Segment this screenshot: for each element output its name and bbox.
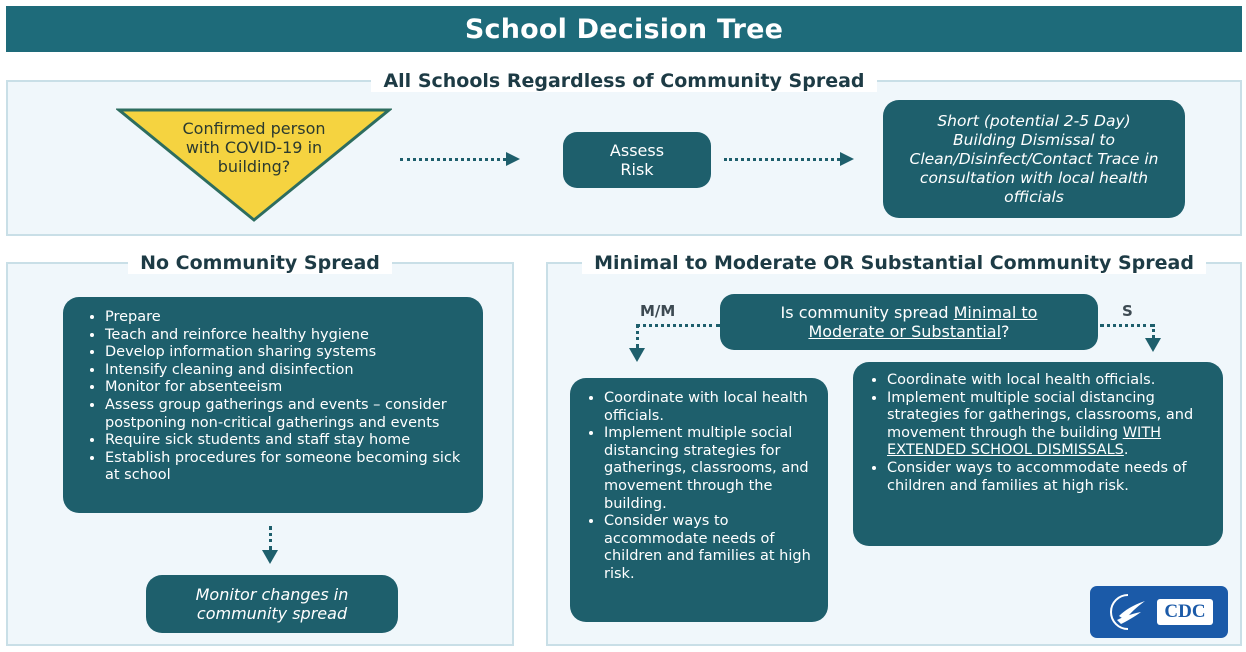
mm-branch-line-v [636, 324, 639, 348]
monitor-arrow-line [269, 526, 272, 550]
list-item: Assess group gatherings and events – con… [105, 397, 465, 432]
extended-dismissals-text: WITH EXTENDED SCHOOL DISMISSALS [887, 424, 1162, 459]
short-dismissal-box: Short (potential 2-5 Day) Building Dismi… [883, 100, 1185, 218]
assess-risk-box: Assess Risk [563, 132, 711, 188]
all-schools-heading: All Schools Regardless of Community Spre… [8, 68, 1240, 94]
no-spread-panel: No Community Spread Prepare Teach and re… [6, 252, 514, 646]
list-item: Develop information sharing systems [105, 344, 465, 362]
question-text: Is community spread Minimal to Moderate … [780, 303, 1038, 341]
spread-heading: Minimal to Moderate OR Substantial Commu… [548, 250, 1240, 276]
list-item: Intensify cleaning and disinfection [105, 362, 465, 380]
mm-list: Coordinate with local health officials. … [586, 390, 812, 584]
list-item: Consider ways to accommodate needs of ch… [887, 460, 1207, 495]
list-item: Implement multiple social distancing str… [887, 390, 1207, 460]
list-item: Consider ways to accommodate needs of ch… [604, 513, 812, 583]
question-box: Is community spread Minimal to Moderate … [720, 294, 1098, 350]
page-title: School Decision Tree [464, 13, 784, 45]
triangle-text: Confirmed person with COVID-19 in buildi… [182, 119, 326, 176]
mm-label: M/M [640, 302, 676, 320]
s-branch-line-v [1152, 324, 1155, 338]
arrow-line-2 [724, 158, 840, 161]
s-actions-box: Coordinate with local health officials. … [853, 362, 1223, 546]
cdc-logo-text: CDC [1164, 601, 1206, 622]
mm-actions-box: Coordinate with local health officials. … [570, 378, 828, 622]
list-item: Coordinate with local health officials. [604, 390, 812, 425]
list-item: Monitor for absenteeism [105, 379, 465, 397]
list-item: Teach and reinforce healthy hygiene [105, 327, 465, 345]
arrow-head-2 [840, 152, 854, 166]
list-item: Implement multiple social distancing str… [604, 425, 812, 513]
no-spread-list: Prepare Teach and reinforce healthy hygi… [87, 309, 465, 485]
mm-branch-line-h [636, 324, 720, 327]
cdc-logo: CDC [1090, 586, 1228, 638]
spread-panel: Minimal to Moderate OR Substantial Commu… [546, 252, 1242, 646]
decision-triangle [116, 108, 392, 222]
monitor-arrow-head [262, 550, 278, 564]
list-item: Prepare [105, 309, 465, 327]
list-item: Coordinate with local health officials. [887, 372, 1207, 390]
s-branch-line-h [1100, 324, 1154, 327]
title-banner: School Decision Tree [6, 6, 1242, 52]
all-schools-panel: All Schools Regardless of Community Spre… [6, 70, 1242, 236]
list-item: Establish procedures for someone becomin… [105, 450, 465, 485]
mm-arrow-head [629, 348, 645, 362]
no-spread-actions-box: Prepare Teach and reinforce healthy hygi… [63, 297, 483, 513]
no-spread-heading: No Community Spread [8, 250, 512, 276]
list-item: Require sick students and staff stay hom… [105, 432, 465, 450]
monitor-box: Monitor changes in community spread [146, 575, 398, 633]
s-label: S [1122, 302, 1133, 320]
arrow-line-1 [400, 158, 506, 161]
arrow-head-1 [506, 152, 520, 166]
s-list: Coordinate with local health officials. … [869, 372, 1207, 495]
s-arrow-head [1145, 338, 1161, 352]
hhs-eagle-icon [1110, 594, 1146, 630]
